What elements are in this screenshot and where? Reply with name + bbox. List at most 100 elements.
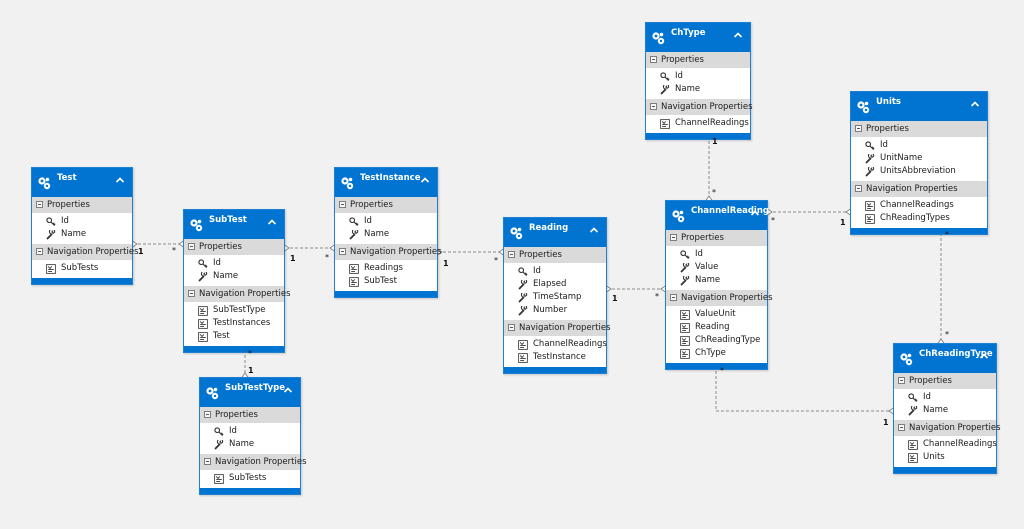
navigation-property-row[interactable]: Test <box>184 330 284 343</box>
collapse-section-icon[interactable] <box>188 290 195 297</box>
collapse-section-icon[interactable] <box>670 294 677 301</box>
navigation-section-header[interactable]: Navigation Properties <box>504 320 611 336</box>
entity-header[interactable]: ChType <box>646 23 750 52</box>
navigation-property-row[interactable]: ChReadingTypes <box>851 212 987 225</box>
chevron-up-icon[interactable] <box>588 221 600 233</box>
property-row[interactable]: UnitName <box>851 152 987 165</box>
property-row[interactable]: Name <box>32 228 132 241</box>
properties-section-header[interactable]: Properties <box>851 121 987 137</box>
entity-header[interactable]: TestInstance <box>335 168 437 197</box>
property-row[interactable]: Name <box>646 83 750 96</box>
property-row[interactable]: Name <box>335 228 437 241</box>
association-line-channelreading-chreadingtype[interactable] <box>715 361 893 412</box>
property-row[interactable]: Id <box>335 215 437 228</box>
properties-section-header[interactable]: Properties <box>646 52 750 68</box>
property-row[interactable]: Id <box>666 248 767 261</box>
collapse-section-icon[interactable] <box>36 201 43 208</box>
property-row[interactable]: Id <box>504 265 606 278</box>
property-row[interactable]: Id <box>646 70 750 83</box>
chevron-up-icon[interactable] <box>978 347 990 359</box>
properties-section-header[interactable]: Properties <box>335 197 437 213</box>
chevron-up-icon[interactable] <box>114 171 126 183</box>
collapse-section-icon[interactable] <box>650 103 657 110</box>
entity-header[interactable]: Reading <box>504 218 606 247</box>
properties-section-header[interactable]: Properties <box>666 230 767 246</box>
properties-section-header[interactable]: Properties <box>894 373 996 389</box>
navigation-property-row[interactable]: ChType <box>666 347 767 360</box>
navigation-section-header[interactable]: Navigation Properties <box>200 454 307 470</box>
navigation-section-header[interactable]: Navigation Properties <box>646 99 753 115</box>
entity-header[interactable]: SubTestType <box>200 378 300 407</box>
collapse-section-icon[interactable] <box>898 377 905 384</box>
property-row[interactable]: Number <box>504 304 606 317</box>
properties-section-header[interactable]: Properties <box>504 247 606 263</box>
property-row[interactable]: Name <box>894 404 996 417</box>
property-row[interactable]: Elapsed <box>504 278 606 291</box>
navigation-section-header[interactable]: Navigation Properties <box>32 244 139 260</box>
navigation-property-row[interactable]: ValueUnit <box>666 308 767 321</box>
collapse-section-icon[interactable] <box>339 201 346 208</box>
navigation-property-row[interactable]: ChannelReadings <box>646 117 750 130</box>
property-row[interactable]: Name <box>666 274 767 287</box>
navigation-property-row[interactable]: Readings <box>335 262 437 275</box>
navigation-property-row[interactable]: Units <box>894 451 996 464</box>
collapse-section-icon[interactable] <box>650 56 657 63</box>
entity-header[interactable]: Test <box>32 168 132 197</box>
navigation-section-header[interactable]: Navigation Properties <box>666 290 773 306</box>
navigation-section-header[interactable]: Navigation Properties <box>335 244 442 260</box>
properties-section-header[interactable]: Properties <box>200 407 300 423</box>
collapse-section-icon[interactable] <box>204 411 211 418</box>
property-row[interactable]: Value <box>666 261 767 274</box>
collapse-section-icon[interactable] <box>670 234 677 241</box>
property-row[interactable]: Id <box>894 391 996 404</box>
collapse-section-icon[interactable] <box>508 324 515 331</box>
property-row[interactable]: TimeStamp <box>504 291 606 304</box>
navigation-property-row[interactable]: ChannelReadings <box>894 438 997 451</box>
chevron-up-icon[interactable] <box>732 26 744 38</box>
navigation-property-row[interactable]: ChannelReadings <box>851 199 987 212</box>
collapse-section-icon[interactable] <box>508 251 515 258</box>
navigation-section-header[interactable]: Navigation Properties <box>851 181 987 197</box>
properties-section-header[interactable]: Properties <box>184 239 284 255</box>
collapse-section-icon[interactable] <box>339 248 346 255</box>
property-row[interactable]: Id <box>184 257 284 270</box>
collapse-section-icon[interactable] <box>855 185 862 192</box>
collapse-section-icon[interactable] <box>204 458 211 465</box>
navigation-property-row[interactable]: TestInstance <box>504 351 606 364</box>
property-row[interactable]: Name <box>200 438 300 451</box>
property-row[interactable]: Id <box>32 215 132 228</box>
navigation-property-row[interactable]: Reading <box>666 321 767 334</box>
navigation-property-row[interactable]: SubTest <box>335 275 437 288</box>
collapse-section-icon[interactable] <box>855 125 862 132</box>
navigation-property-row[interactable]: SubTestType <box>184 304 284 317</box>
property-row[interactable]: Name <box>184 270 284 283</box>
chevron-up-icon[interactable] <box>419 171 431 183</box>
navigation-property-row[interactable]: ChReadingType <box>666 334 767 347</box>
entity-header[interactable]: ChReadingType <box>894 344 996 373</box>
property-row[interactable]: Id <box>200 425 300 438</box>
collapse-section-icon[interactable] <box>36 248 43 255</box>
chevron-up-icon[interactable] <box>266 213 278 225</box>
property-row[interactable]: UnitsAbbreviation <box>851 165 987 178</box>
entity-header[interactable]: SubTest <box>184 210 284 239</box>
entity-header[interactable]: Units <box>851 92 987 121</box>
entity-header[interactable]: ChannelReading <box>666 201 769 230</box>
chevron-up-icon[interactable] <box>969 95 981 107</box>
property-row[interactable]: Id <box>851 139 987 152</box>
navigation-property-row[interactable]: SubTests <box>200 472 300 485</box>
collapse-section-icon[interactable] <box>898 424 905 431</box>
navigation-property-row[interactable]: SubTests <box>32 262 132 275</box>
chevron-up-icon[interactable] <box>749 204 761 216</box>
navigation-section-header[interactable]: Navigation Properties <box>184 286 291 302</box>
collapse-section-icon[interactable] <box>188 243 195 250</box>
chevron-up-icon[interactable] <box>282 381 294 393</box>
